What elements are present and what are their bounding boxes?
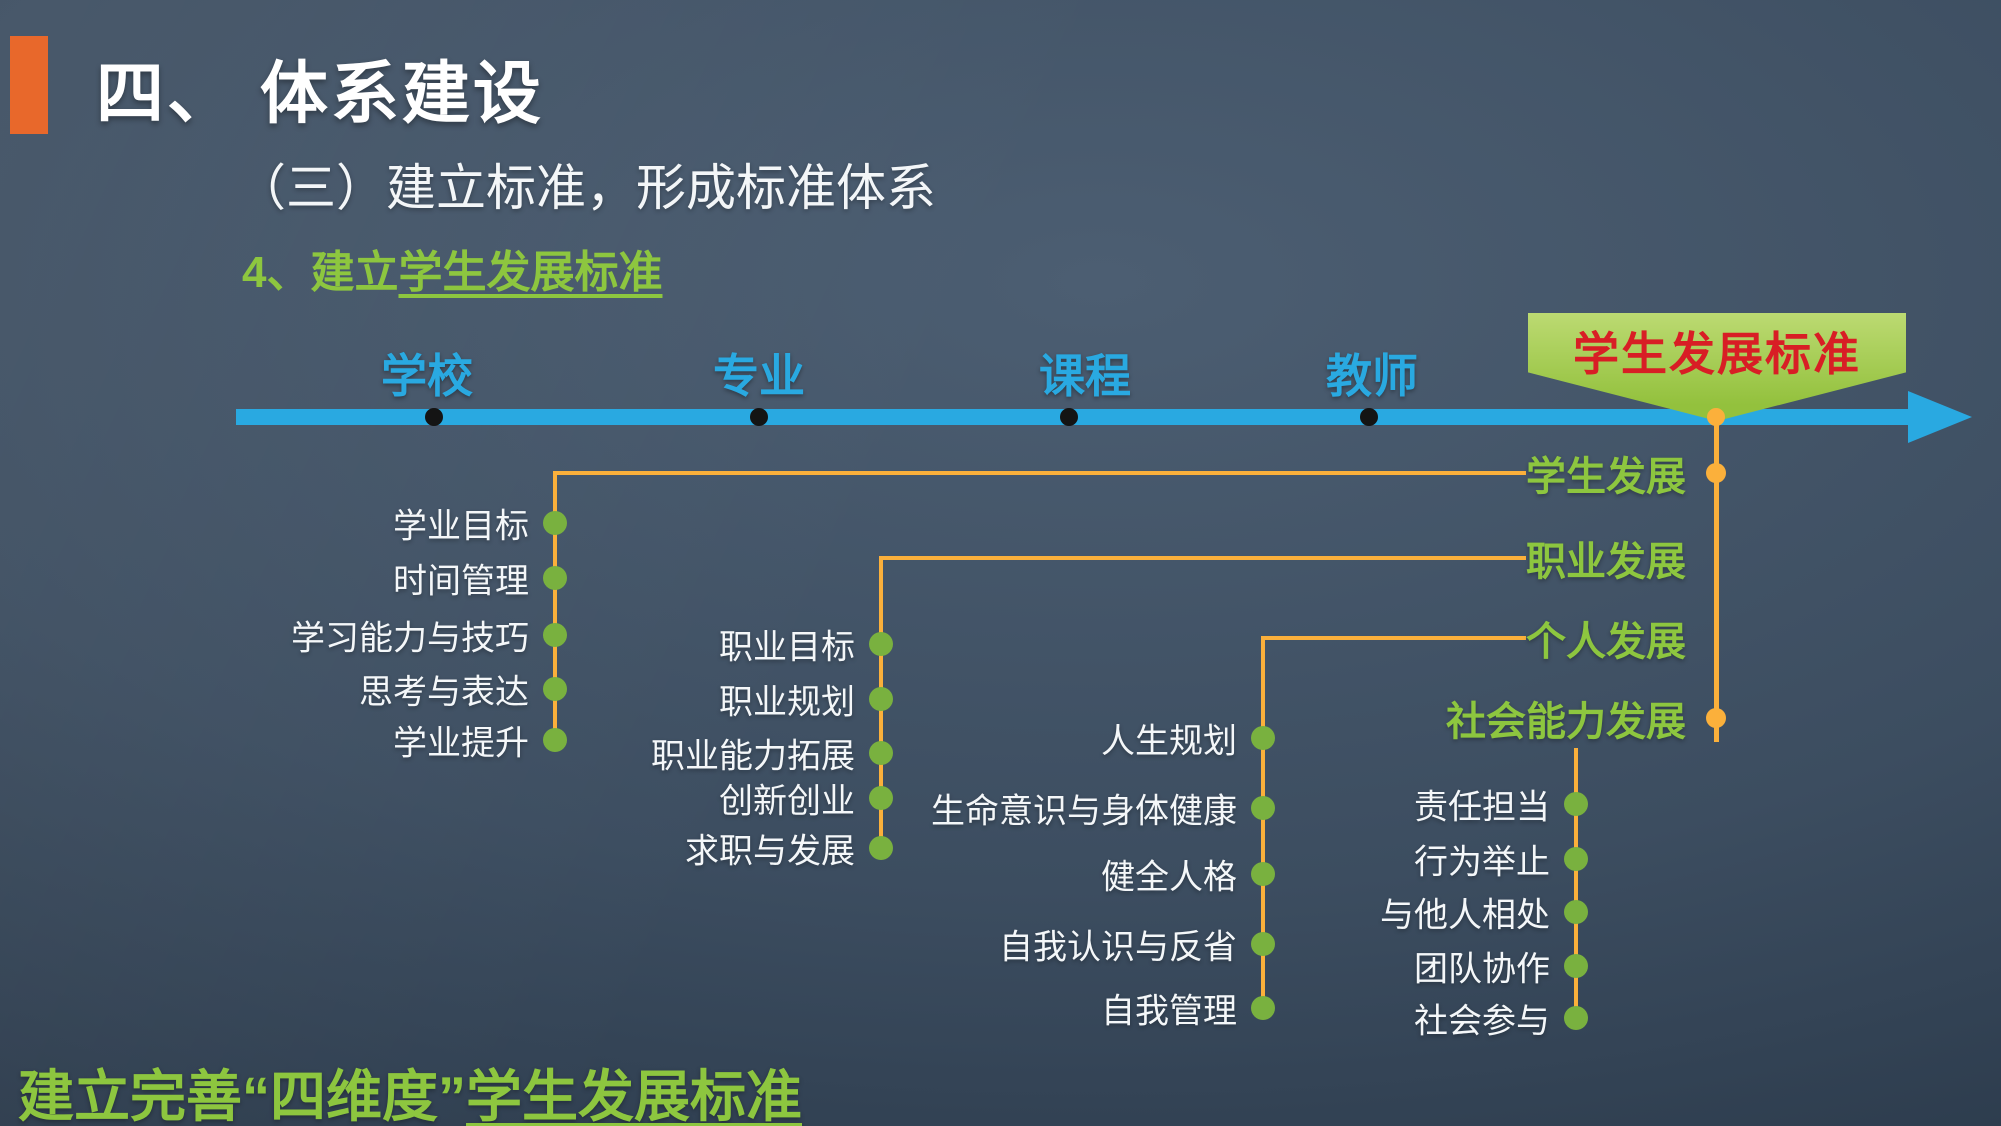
student-standard-banner: 学生发展标准 [1528, 313, 1906, 421]
item-label: 职业规划 [719, 683, 855, 722]
dimension-label-student: 学生发展 [1526, 455, 1686, 499]
item-dot-icon [1251, 996, 1275, 1020]
page-title: 四、 体系建设 [96, 56, 544, 132]
dimension-label-social: 社会能力发展 [1446, 700, 1686, 744]
item-label: 求职与发展 [685, 832, 855, 871]
item-dot-icon [1564, 847, 1588, 871]
connector-line-dim1-horizontal [555, 471, 1526, 475]
item-label: 自我认识与反省 [999, 928, 1237, 967]
item-dot-icon [1251, 862, 1275, 886]
item-label: 创新创业 [719, 782, 855, 821]
item-dot-icon [1564, 900, 1588, 924]
item-label: 学习能力与技巧 [291, 619, 529, 658]
item-dot-icon [1564, 954, 1588, 978]
item-label: 健全人格 [1101, 858, 1237, 897]
title-accent-bar [10, 36, 48, 134]
item-dot-icon [869, 741, 893, 765]
item-dot-icon [1251, 932, 1275, 956]
section-heading-prefix: 4、建立 [242, 248, 399, 297]
item-dot-icon [869, 836, 893, 860]
item-label: 团队协作 [1414, 950, 1550, 989]
timeline-node-icon [1360, 408, 1378, 426]
item-label: 职业能力拓展 [651, 737, 855, 776]
connector-line-dim3-vertical [1261, 636, 1265, 1012]
section-heading: 4、建立学生发展标准 [242, 236, 662, 300]
footer-statement: 建立完善“四维度”学生发展标准 [18, 1052, 802, 1126]
item-dot-icon [1251, 796, 1275, 820]
footer-underlined: 学生发展标准 [466, 1065, 802, 1126]
item-label: 学业提升 [393, 724, 529, 763]
item-dot-icon [543, 566, 567, 590]
item-label: 时间管理 [393, 562, 529, 601]
timeline-stop-label-school: 学校 [381, 350, 473, 402]
connector-line-dim4-vertical [1574, 748, 1578, 1022]
section-heading-underlined: 学生发展标准 [398, 248, 663, 297]
item-dot-icon [1564, 792, 1588, 816]
item-dot-icon [543, 728, 567, 752]
item-label: 社会参与 [1414, 1002, 1550, 1041]
item-dot-icon [1251, 726, 1275, 750]
timeline-node-standard-icon [1707, 408, 1725, 426]
item-dot-icon [1564, 1006, 1588, 1030]
item-label: 人生规划 [1101, 722, 1237, 761]
footer-prefix: 建立完善“四维度” [18, 1065, 466, 1126]
item-dot-icon [869, 687, 893, 711]
dimension-label-personal: 个人发展 [1526, 620, 1686, 664]
trunk-node-icon [1706, 708, 1726, 728]
item-dot-icon [543, 623, 567, 647]
student-standard-banner-label: 学生发展标准 [1573, 328, 1861, 380]
connector-line-dim1-vertical [553, 471, 557, 744]
timeline-arrowhead-icon [1908, 391, 1972, 443]
timeline-node-icon [1060, 408, 1078, 426]
dimension-label-career: 职业发展 [1526, 540, 1686, 584]
connector-line-dim2-horizontal [881, 556, 1526, 560]
item-dot-icon [543, 677, 567, 701]
item-label: 思考与表达 [359, 673, 529, 712]
connector-line-dim3-horizontal [1263, 636, 1526, 640]
standards-trunk-line [1714, 417, 1719, 742]
item-label: 责任担当 [1414, 788, 1550, 827]
item-label: 与他人相处 [1380, 896, 1550, 935]
item-dot-icon [543, 511, 567, 535]
timeline-node-icon [750, 408, 768, 426]
item-label: 学业目标 [393, 507, 529, 546]
timeline-stop-label-teacher: 教师 [1326, 350, 1418, 402]
timeline-stop-label-course: 课程 [1039, 350, 1131, 402]
item-dot-icon [869, 632, 893, 656]
timeline-node-icon [425, 408, 443, 426]
item-dot-icon [869, 786, 893, 810]
trunk-node-icon [1706, 463, 1726, 483]
item-label: 自我管理 [1101, 992, 1237, 1031]
item-label: 生命意识与身体健康 [931, 792, 1237, 831]
subtitle: （三）建立标准，形成标准体系 [236, 160, 936, 216]
timeline-stop-label-major: 专业 [713, 350, 805, 402]
item-label: 行为举止 [1414, 843, 1550, 882]
item-label: 职业目标 [719, 628, 855, 667]
